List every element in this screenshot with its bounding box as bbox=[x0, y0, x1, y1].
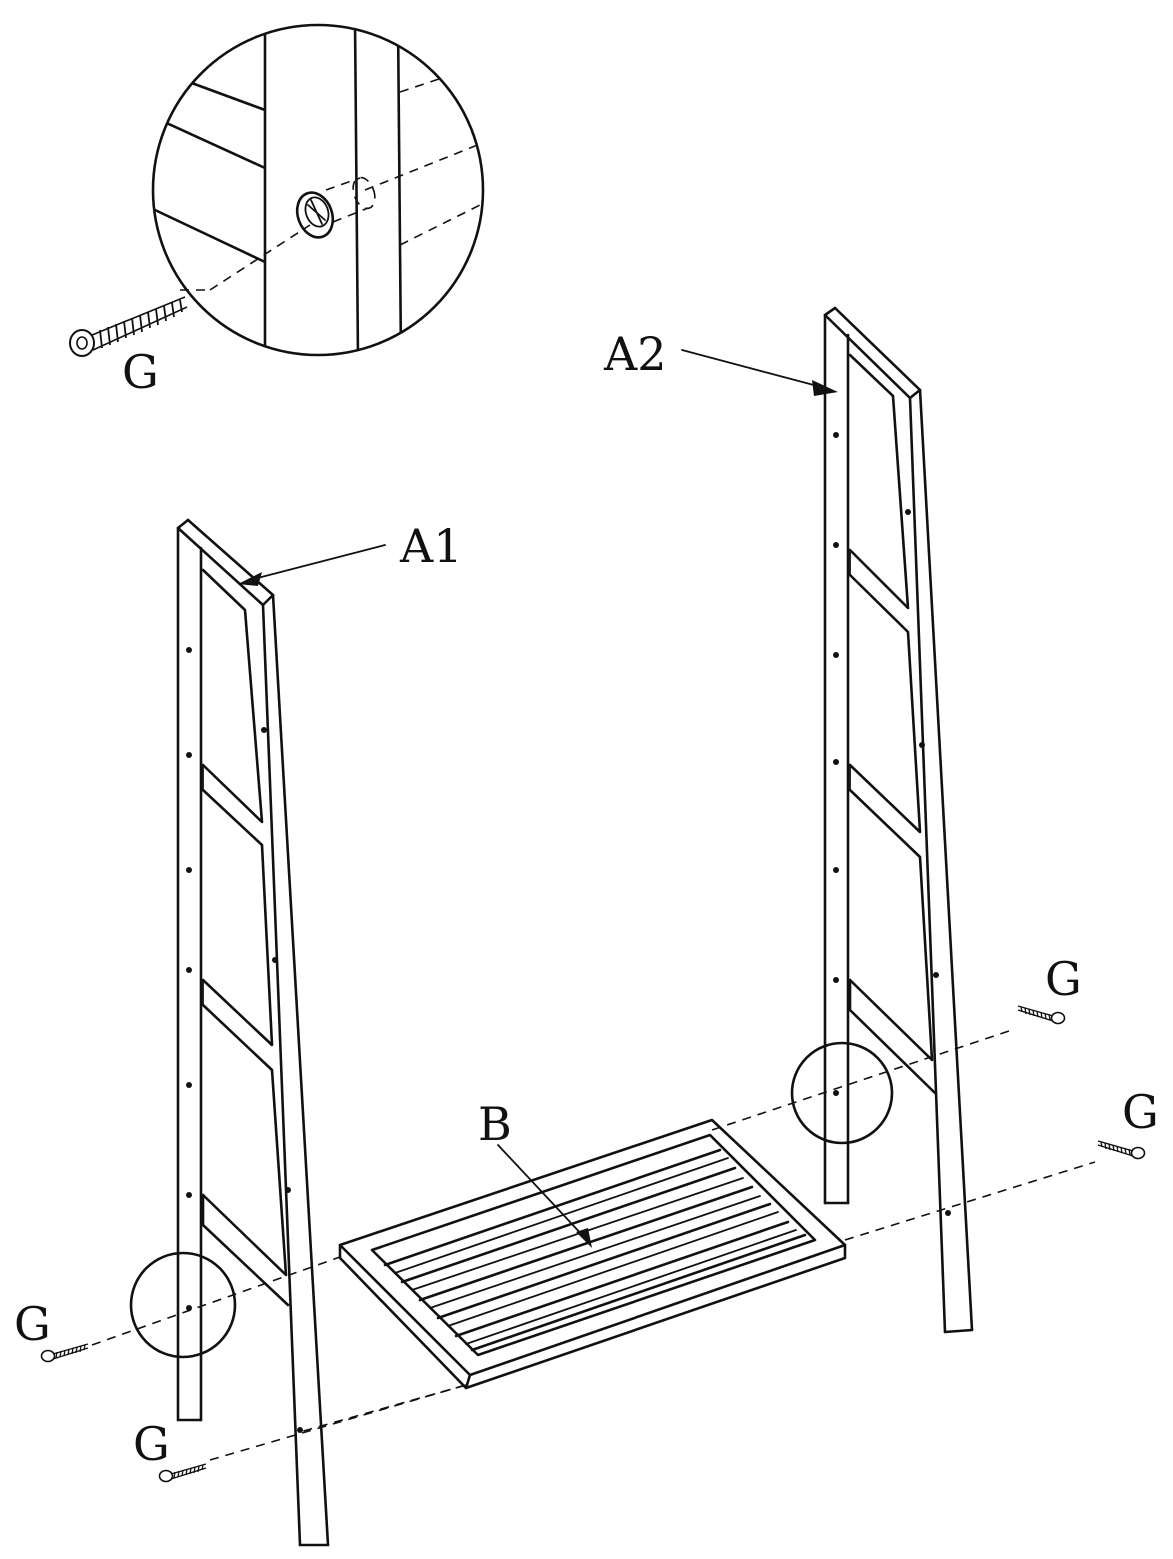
zoom-detail bbox=[151, 23, 485, 357]
callout-b bbox=[497, 1144, 592, 1248]
label-g-left-upper: G bbox=[14, 1297, 51, 1351]
shelf-b bbox=[338, 1118, 847, 1390]
cam-fitting-outer bbox=[295, 191, 335, 239]
label-b: B bbox=[478, 1097, 512, 1151]
detail-marker-right bbox=[790, 1041, 894, 1145]
detail-circle bbox=[151, 23, 485, 357]
label-g-detail: G bbox=[122, 345, 159, 399]
frame-a2 bbox=[823, 306, 974, 1334]
label-g-right-upper: G bbox=[1045, 952, 1082, 1006]
label-a1: A1 bbox=[399, 519, 463, 573]
label-g-left-lower: G bbox=[133, 1417, 170, 1471]
screw-g-detail bbox=[69, 296, 188, 357]
assembly-guides bbox=[91, 1029, 1096, 1461]
screw-g-right-lower bbox=[1097, 1140, 1146, 1160]
callout-a1 bbox=[238, 544, 386, 586]
callout-a2 bbox=[681, 349, 838, 396]
detail-content bbox=[153, 25, 483, 355]
frame-a1 bbox=[176, 518, 330, 1547]
label-g-right-lower: G bbox=[1122, 1085, 1159, 1139]
detail-marker-left bbox=[129, 1251, 237, 1359]
label-a2: A2 bbox=[603, 327, 667, 381]
screw-g-right-upper bbox=[1017, 1005, 1066, 1025]
